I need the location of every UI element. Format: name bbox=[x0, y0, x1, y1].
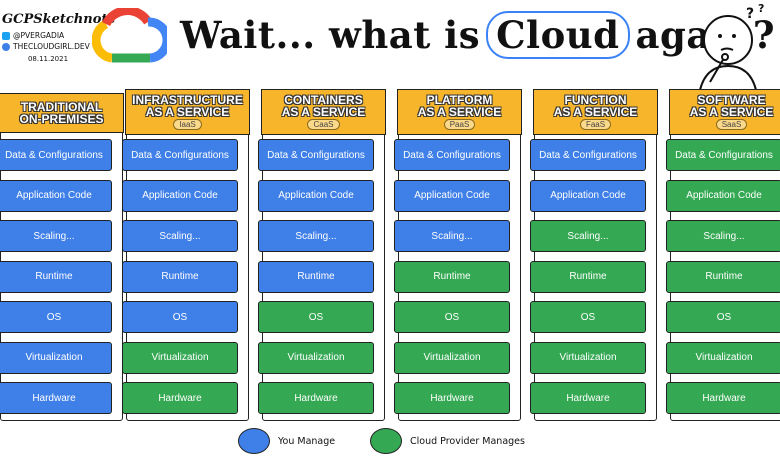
layer-box: Hardware bbox=[394, 382, 510, 414]
column-title-line1: INFRASTRUCTURE bbox=[132, 93, 243, 107]
layer-box: Runtime bbox=[0, 260, 112, 293]
column-title-line2: AS A SERVICE bbox=[281, 105, 366, 119]
layer-box: Application Code bbox=[530, 179, 646, 212]
legend-blue-swatch bbox=[238, 428, 270, 454]
layer-box: Virtualization bbox=[0, 341, 112, 374]
brand-handle: @PVERGADIA bbox=[13, 31, 65, 40]
column-title-line2: AS A SERVICE bbox=[553, 105, 638, 119]
layer-box: Scaling... bbox=[258, 220, 374, 252]
column-title-line2: AS A SERVICE bbox=[145, 105, 230, 119]
column-title-line2: ON-PREMISES bbox=[19, 112, 104, 126]
column-abbreviation: PaaS bbox=[443, 119, 476, 130]
legend-you-manage: You Manage bbox=[238, 426, 335, 456]
layer-box: OS bbox=[530, 301, 646, 333]
column-title-line1: FUNCTION bbox=[564, 93, 627, 107]
layer-box: Runtime bbox=[258, 260, 374, 293]
globe-icon bbox=[2, 42, 10, 51]
layer-box: Virtualization bbox=[258, 341, 374, 374]
layer-box: Data & Configurations bbox=[0, 139, 112, 171]
layer-box: Scaling... bbox=[122, 220, 238, 252]
layer-box: Application Code bbox=[666, 179, 780, 212]
layer-box: Hardware bbox=[258, 382, 374, 414]
layer-box: Scaling... bbox=[394, 220, 510, 252]
layer-box: Application Code bbox=[0, 179, 112, 212]
layer-box: Hardware bbox=[0, 382, 112, 414]
layer-box: OS bbox=[666, 301, 780, 333]
layer-box: Runtime bbox=[666, 260, 780, 293]
layer-box: Hardware bbox=[530, 382, 646, 414]
layer-box: OS bbox=[122, 301, 238, 333]
thinking-person-icon: ? ? bbox=[699, 2, 764, 90]
column-abbreviation: SaaS bbox=[715, 119, 748, 130]
layer-box: OS bbox=[394, 301, 510, 333]
layer-box: Data & Configurations bbox=[530, 139, 646, 171]
brand-date: 08.11.2021 bbox=[27, 55, 69, 63]
layer-box: Application Code bbox=[122, 179, 238, 212]
layer-box: Scaling... bbox=[666, 220, 780, 252]
layer-box: OS bbox=[0, 301, 112, 333]
legend-you-manage-label: You Manage bbox=[278, 435, 336, 447]
layer-box: Runtime bbox=[530, 260, 646, 293]
layer-box: Scaling... bbox=[0, 220, 112, 252]
column-title-line2: AS A SERVICE bbox=[417, 105, 502, 119]
layer-box: Virtualization bbox=[122, 341, 238, 374]
title-before: Wait... what is bbox=[180, 13, 481, 57]
layer-box: Data & Configurations bbox=[394, 139, 510, 171]
layer-box: Data & Configurations bbox=[666, 139, 780, 171]
layer-box: Data & Configurations bbox=[122, 139, 238, 171]
column-title-line1: CONTAINERS bbox=[284, 93, 363, 107]
column-title-line1: SOFTWARE bbox=[697, 93, 766, 107]
svg-text:?: ? bbox=[746, 6, 754, 22]
brand-handle-row: @PVERGADIA bbox=[2, 30, 94, 41]
brand-block: GCPSketchnote @PVERGADIA THECLOUDGIRL.DE… bbox=[2, 12, 116, 64]
legend-provider-manages-label: Cloud Provider Manages bbox=[410, 435, 525, 447]
legend-green-swatch bbox=[370, 428, 402, 454]
layer-box: Application Code bbox=[394, 179, 510, 212]
layer-box: Virtualization bbox=[530, 341, 646, 374]
column-abbreviation: FaaS bbox=[579, 119, 612, 130]
layer-box: Hardware bbox=[122, 382, 238, 414]
svg-text:?: ? bbox=[758, 2, 764, 15]
title-cloud-word: Cloud bbox=[486, 11, 630, 59]
brand-site: THECLOUDGIRL.DEV bbox=[13, 42, 90, 51]
layer-box: Runtime bbox=[122, 260, 238, 293]
layer-box: Application Code bbox=[258, 179, 374, 212]
layer-box: Hardware bbox=[666, 382, 780, 414]
column-abbreviation: CaaS bbox=[307, 119, 340, 130]
column-title-line1: PLATFORM bbox=[426, 93, 493, 107]
layer-box: Virtualization bbox=[666, 341, 780, 374]
legend-provider-manages: Cloud Provider Manages bbox=[370, 426, 525, 456]
google-cloud-logo-icon bbox=[92, 8, 167, 63]
column-title-line2: AS A SERVICE bbox=[689, 105, 774, 119]
brand-title: GCPSketchnote bbox=[2, 12, 116, 27]
twitter-icon bbox=[2, 31, 10, 40]
layer-box: OS bbox=[258, 301, 374, 333]
layer-box: Runtime bbox=[394, 260, 510, 293]
layer-box: Virtualization bbox=[394, 341, 510, 374]
column-abbreviation: IaaS bbox=[173, 119, 202, 130]
brand-site-row: THECLOUDGIRL.DEV bbox=[2, 41, 94, 52]
column-title-line1: TRADITIONAL bbox=[20, 100, 103, 114]
layer-box: Data & Configurations bbox=[258, 139, 374, 171]
layer-box: Scaling... bbox=[530, 220, 646, 252]
